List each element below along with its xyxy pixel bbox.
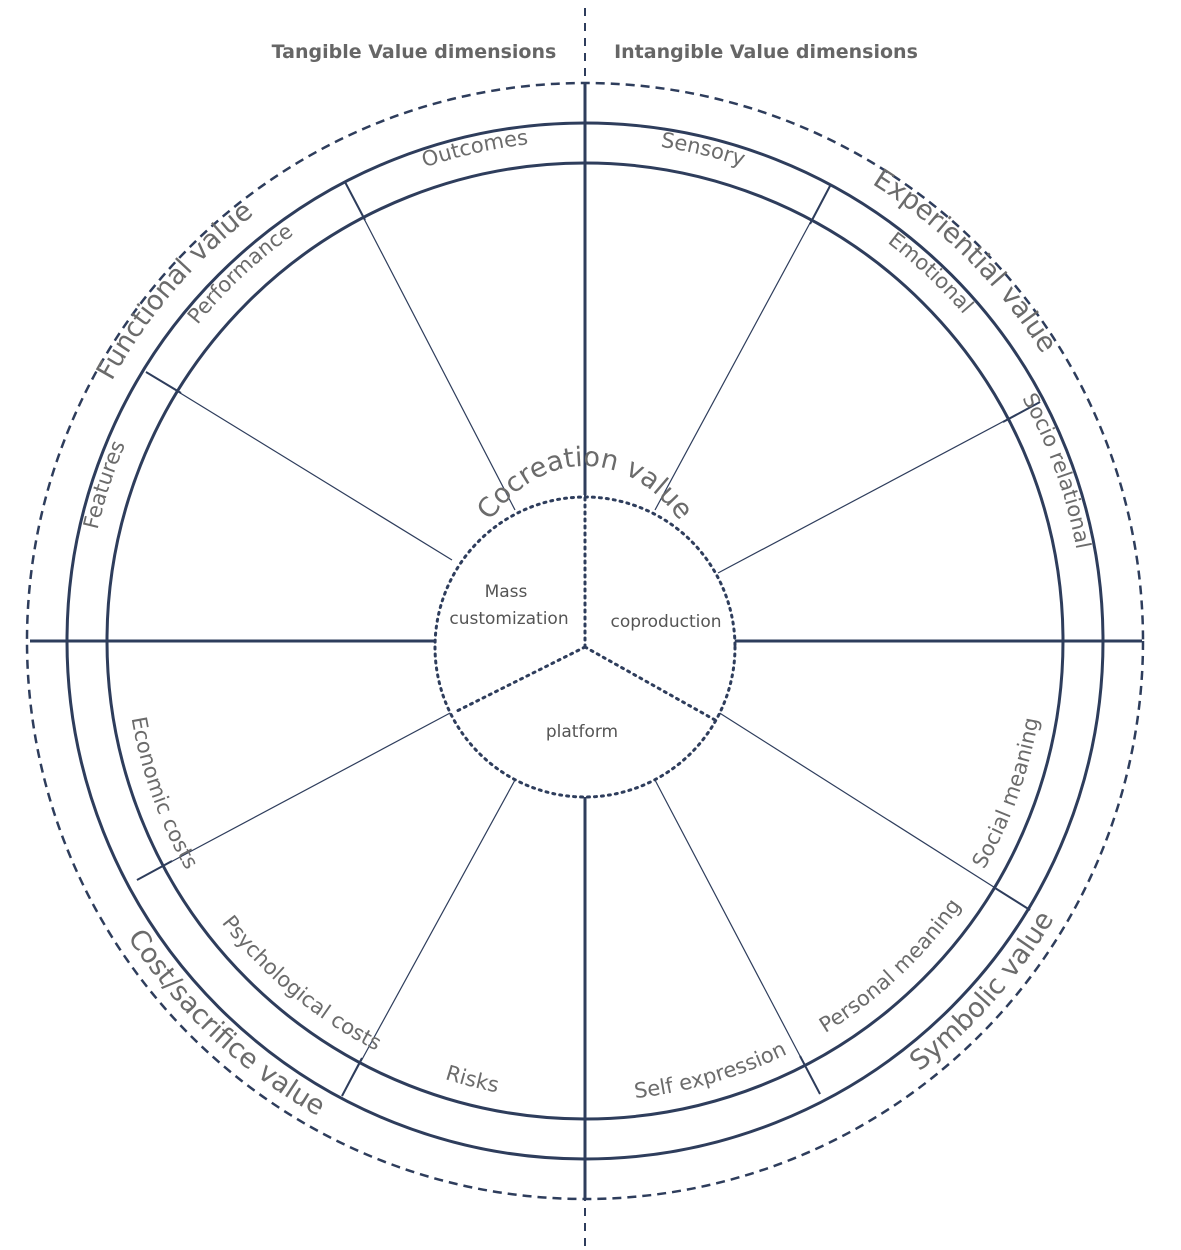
label-experiential-value: Experiential value <box>868 163 1063 358</box>
divider-upper-left-2 <box>145 371 453 561</box>
tick-8 <box>994 887 1031 911</box>
inner-dotted-dividers <box>453 496 717 722</box>
divider-lower-right-2 <box>717 711 1031 911</box>
tick-3 <box>809 185 831 225</box>
intangible-header: Intangible Value dimensions <box>614 41 918 63</box>
label-sensory: Sensory <box>659 128 748 171</box>
divider-upper-left-1 <box>344 181 516 511</box>
inner-coproduction: coproduction <box>610 612 721 632</box>
tangible-header: Tangible Value dimensions <box>272 41 557 63</box>
divider-upper-right-1 <box>654 185 831 511</box>
inner-mass-line1: Mass <box>485 582 528 602</box>
label-outcomes: Outcomes <box>419 125 530 172</box>
ring-ticks <box>136 181 1041 1097</box>
label-social-meaning: Social meaning <box>967 716 1043 873</box>
inner-divider-left <box>453 645 587 714</box>
tick-7 <box>799 1055 821 1095</box>
tick-1 <box>344 181 366 221</box>
divider-upper-right-2 <box>717 401 1041 574</box>
divider-lower-right-1 <box>654 779 821 1095</box>
divider-lower-left-1 <box>136 711 453 881</box>
tick-6 <box>341 1057 363 1097</box>
inner-mass-line2: customization <box>449 609 568 629</box>
tick-2 <box>145 371 182 394</box>
divider-lower-left-2 <box>341 779 516 1097</box>
label-risks: Risks <box>443 1061 501 1098</box>
inner-platform: platform <box>546 722 618 742</box>
sector-dividers <box>136 181 1041 1097</box>
label-socio-relational: Socio relational <box>1018 389 1096 551</box>
label-psychological-costs: Psychological costs <box>217 911 385 1056</box>
label-economic-costs: Economic costs <box>127 715 203 873</box>
label-self-expression: Self expression <box>633 1037 790 1103</box>
tick-5 <box>136 860 173 881</box>
tick-4 <box>1002 401 1041 423</box>
